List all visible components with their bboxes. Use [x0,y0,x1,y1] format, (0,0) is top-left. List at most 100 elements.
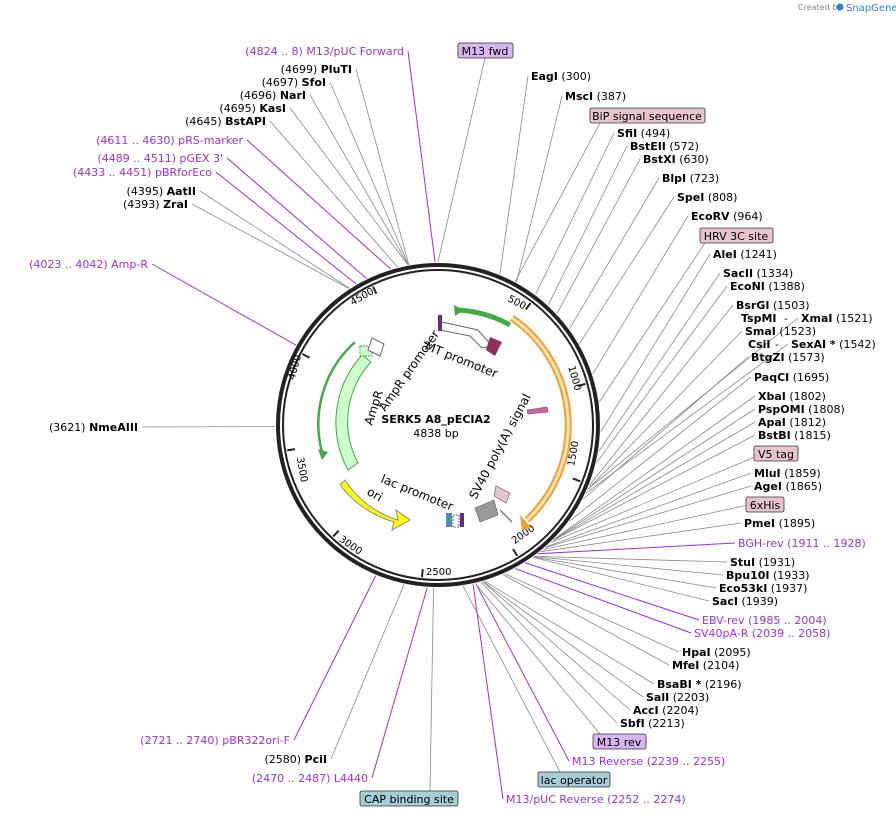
small-line-marker [499,509,513,523]
bip-box: BiP signal sequence [589,107,706,124]
right-label-22: BstBI (1815) [758,429,831,442]
his-box: 6xHis [745,496,785,513]
right-label-15: CsiI [748,338,770,351]
left-label-1: (4699) PluTI [281,63,352,76]
ampr-arrow [335,354,372,471]
leader-line [151,263,297,346]
right-label-24: AgeI (1865) [754,480,822,493]
leader-lines [141,50,799,800]
right-label-8: AleI (1241) [713,248,777,261]
svg-text:6xHis: 6xHis [750,499,781,512]
leader-line [515,568,692,634]
dash-separator-1: - [775,338,779,351]
left-label-4: (4695) KasI [219,102,286,115]
right-label-37: AccI (2204) [633,704,699,717]
ampr-promoter-label: AmpR promoter [376,328,442,414]
left-label-3: (4696) NarI [240,89,306,102]
right-label-40: M13/pUC Reverse (2252 .. 2274) [506,793,686,806]
leader-line [596,285,728,463]
cap-box: CAP binding site [359,790,459,807]
right-label-16: SexAI * (1542) [791,338,876,351]
leader-line [534,555,728,563]
sv40-label: SV40 poly(A) signal [466,391,533,501]
leader-line [429,587,434,792]
right-label-33: HpaI (2095) [682,646,751,659]
orange-arrow-head [520,515,532,530]
right-label-26: BGH-rev (1911 .. 1928) [738,537,866,550]
leader-line [502,574,670,666]
orange-feature-arc-inner [511,316,570,522]
right-label-1: MscI (387) [565,90,626,103]
svg-text:lac operator: lac operator [541,774,608,787]
right-label-20: PspOMI (1808) [758,403,845,416]
tick-mark [372,286,378,295]
green-top-arc [454,307,512,328]
leader-line [462,585,561,773]
leader-line [484,580,655,685]
tick-mark [420,569,424,578]
green-top-arrow [454,305,464,316]
ampr-outer-line [317,341,356,453]
bip-marker [526,406,549,415]
right-label-4: BstXI (630) [643,153,709,166]
leader-line [504,573,680,653]
right-label-17: BtgZI (1573) [751,351,825,364]
right-label-23: MluI (1859) [754,467,821,480]
leader-line [480,581,618,724]
svg-text:BiP signal sequence: BiP signal sequence [592,110,702,123]
leader-line [556,158,641,314]
tick-4000: 4000 [287,354,304,381]
leader-line [598,272,721,452]
lac-marker-3 [460,513,464,527]
leader-line [199,190,350,289]
right-label-19: XbaI (1802) [758,390,826,403]
leader-line [437,57,486,263]
leader-line [215,171,357,285]
leader-line [499,75,529,275]
left-label-13: (2721 .. 2740) pBR322ori-F [140,734,290,747]
leader-line [533,556,710,602]
mt-end-marker [486,337,502,356]
tag-marker [493,485,511,504]
ori-label: ori [365,484,386,504]
leader-line [191,203,350,289]
tick-mark [572,477,581,483]
right-label-39: M13 Reverse (2239 .. 2255) [572,755,725,768]
backbone-inner [282,269,594,581]
right-label-25: PmeI (1895) [744,517,815,530]
leader-line [524,562,700,621]
backbone-outer [276,263,600,587]
tick-mark [302,353,311,359]
leader-line [550,455,758,543]
v5-box: V5 tag [753,445,799,462]
right-label-2: SfiI (494) [617,127,670,140]
right-label-29: Eco53kI (1937) [719,582,807,595]
svg-text:V5 tag: V5 tag [758,448,794,461]
leader-line [569,177,660,329]
snapgene-logo-icon [836,3,844,11]
leader-line [329,81,409,265]
leader-line [552,434,756,541]
right-label-5: BlpI (723) [662,172,719,185]
leader-line [293,575,377,741]
left-label-2: (4697) SfoI [262,76,326,89]
leader-line [587,330,743,490]
leader-line [592,215,689,375]
right-label-35: BsaBI * (2196) [657,678,742,691]
right-label-30: SacI (1939) [712,595,778,608]
leader-line [553,421,756,541]
tick-3500: 3500 [294,456,309,483]
leader-line [545,485,752,548]
leader-line [569,376,752,522]
left-site-labels: (4824 .. 8) M13/pUC Forward(4699) PluTI(… [29,45,404,785]
plasmid-name: SERK5 A8_pECIA2 [381,413,490,426]
tick-1000: 1000 [565,365,583,392]
credit-brand: SnapGene [846,3,896,14]
leader-line [554,395,756,539]
leader-line [355,68,410,265]
right-label-7: EcoRV (964) [691,210,763,223]
tick-2500: 2500 [426,567,451,578]
leader-line [585,343,789,494]
right-label-14: SmaI (1523) [745,325,816,338]
